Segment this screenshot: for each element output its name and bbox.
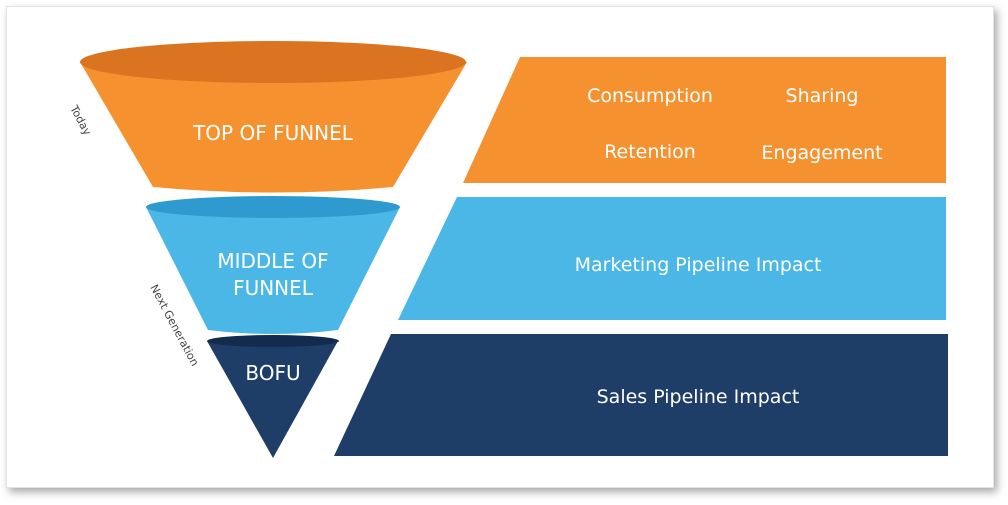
funnel-bottom-rim <box>207 335 339 347</box>
band-orange-item-consumption: Consumption <box>587 85 713 107</box>
funnel-top-body <box>80 62 467 193</box>
band-orange-item-sharing: Sharing <box>786 85 859 107</box>
band-blue-shape <box>398 197 946 320</box>
funnel-bottom-label: BOFU <box>245 361 300 385</box>
band-orange-item-engagement: Engagement <box>761 142 882 164</box>
funnel-middle-section: MIDDLE OF FUNNEL <box>146 196 400 334</box>
funnel-bottom-section: BOFU <box>207 335 339 458</box>
band-navy-shape <box>334 334 948 456</box>
band-navy: Sales Pipeline Impact <box>334 334 948 456</box>
funnel-top-label: TOP OF FUNNEL <box>192 121 354 145</box>
band-navy-label: Sales Pipeline Impact <box>597 386 800 408</box>
band-orange: Consumption Sharing Retention Engagement <box>463 57 946 183</box>
funnel-middle-rim <box>146 196 400 218</box>
funnel-top-section: TOP OF FUNNEL <box>80 41 467 193</box>
funnel-middle-body <box>146 207 400 334</box>
funnel-middle-label-line1: MIDDLE OF <box>217 249 328 273</box>
funnel-bottom-body <box>207 341 338 458</box>
band-orange-item-retention: Retention <box>604 141 696 163</box>
funnel-top-rim <box>80 41 466 83</box>
band-blue-label: Marketing Pipeline Impact <box>575 254 822 276</box>
today-label: Today <box>67 102 94 138</box>
funnel-middle-label-line2: FUNNEL <box>233 276 314 300</box>
band-orange-shape <box>463 57 946 183</box>
band-blue: Marketing Pipeline Impact <box>398 197 946 320</box>
